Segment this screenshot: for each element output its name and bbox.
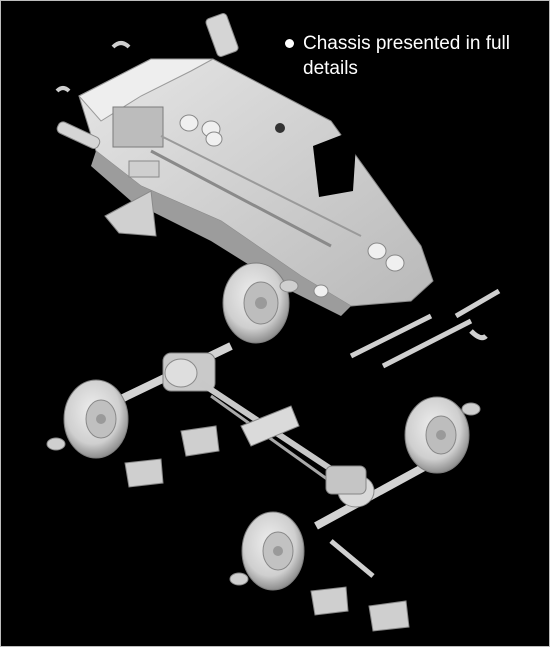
leaf-springs [329, 288, 501, 578]
caption-text: Chassis presented in full details [303, 33, 510, 79]
mounting-brackets [46, 279, 481, 632]
front-left-wheel [63, 379, 129, 459]
rear-axle [314, 462, 428, 530]
hull-hole [275, 123, 285, 133]
feature-caption: Chassis presented in full details [285, 31, 535, 81]
rear-left-wheel [241, 511, 305, 591]
front-axle [119, 342, 233, 403]
loose-small-parts [55, 13, 239, 237]
front-right-wheel [222, 262, 290, 344]
rear-right-wheel [404, 396, 470, 474]
hull-body [78, 58, 434, 316]
drive-shaft [199, 380, 348, 491]
hull-hatch-opening [313, 129, 357, 197]
bullet-icon [285, 39, 294, 48]
